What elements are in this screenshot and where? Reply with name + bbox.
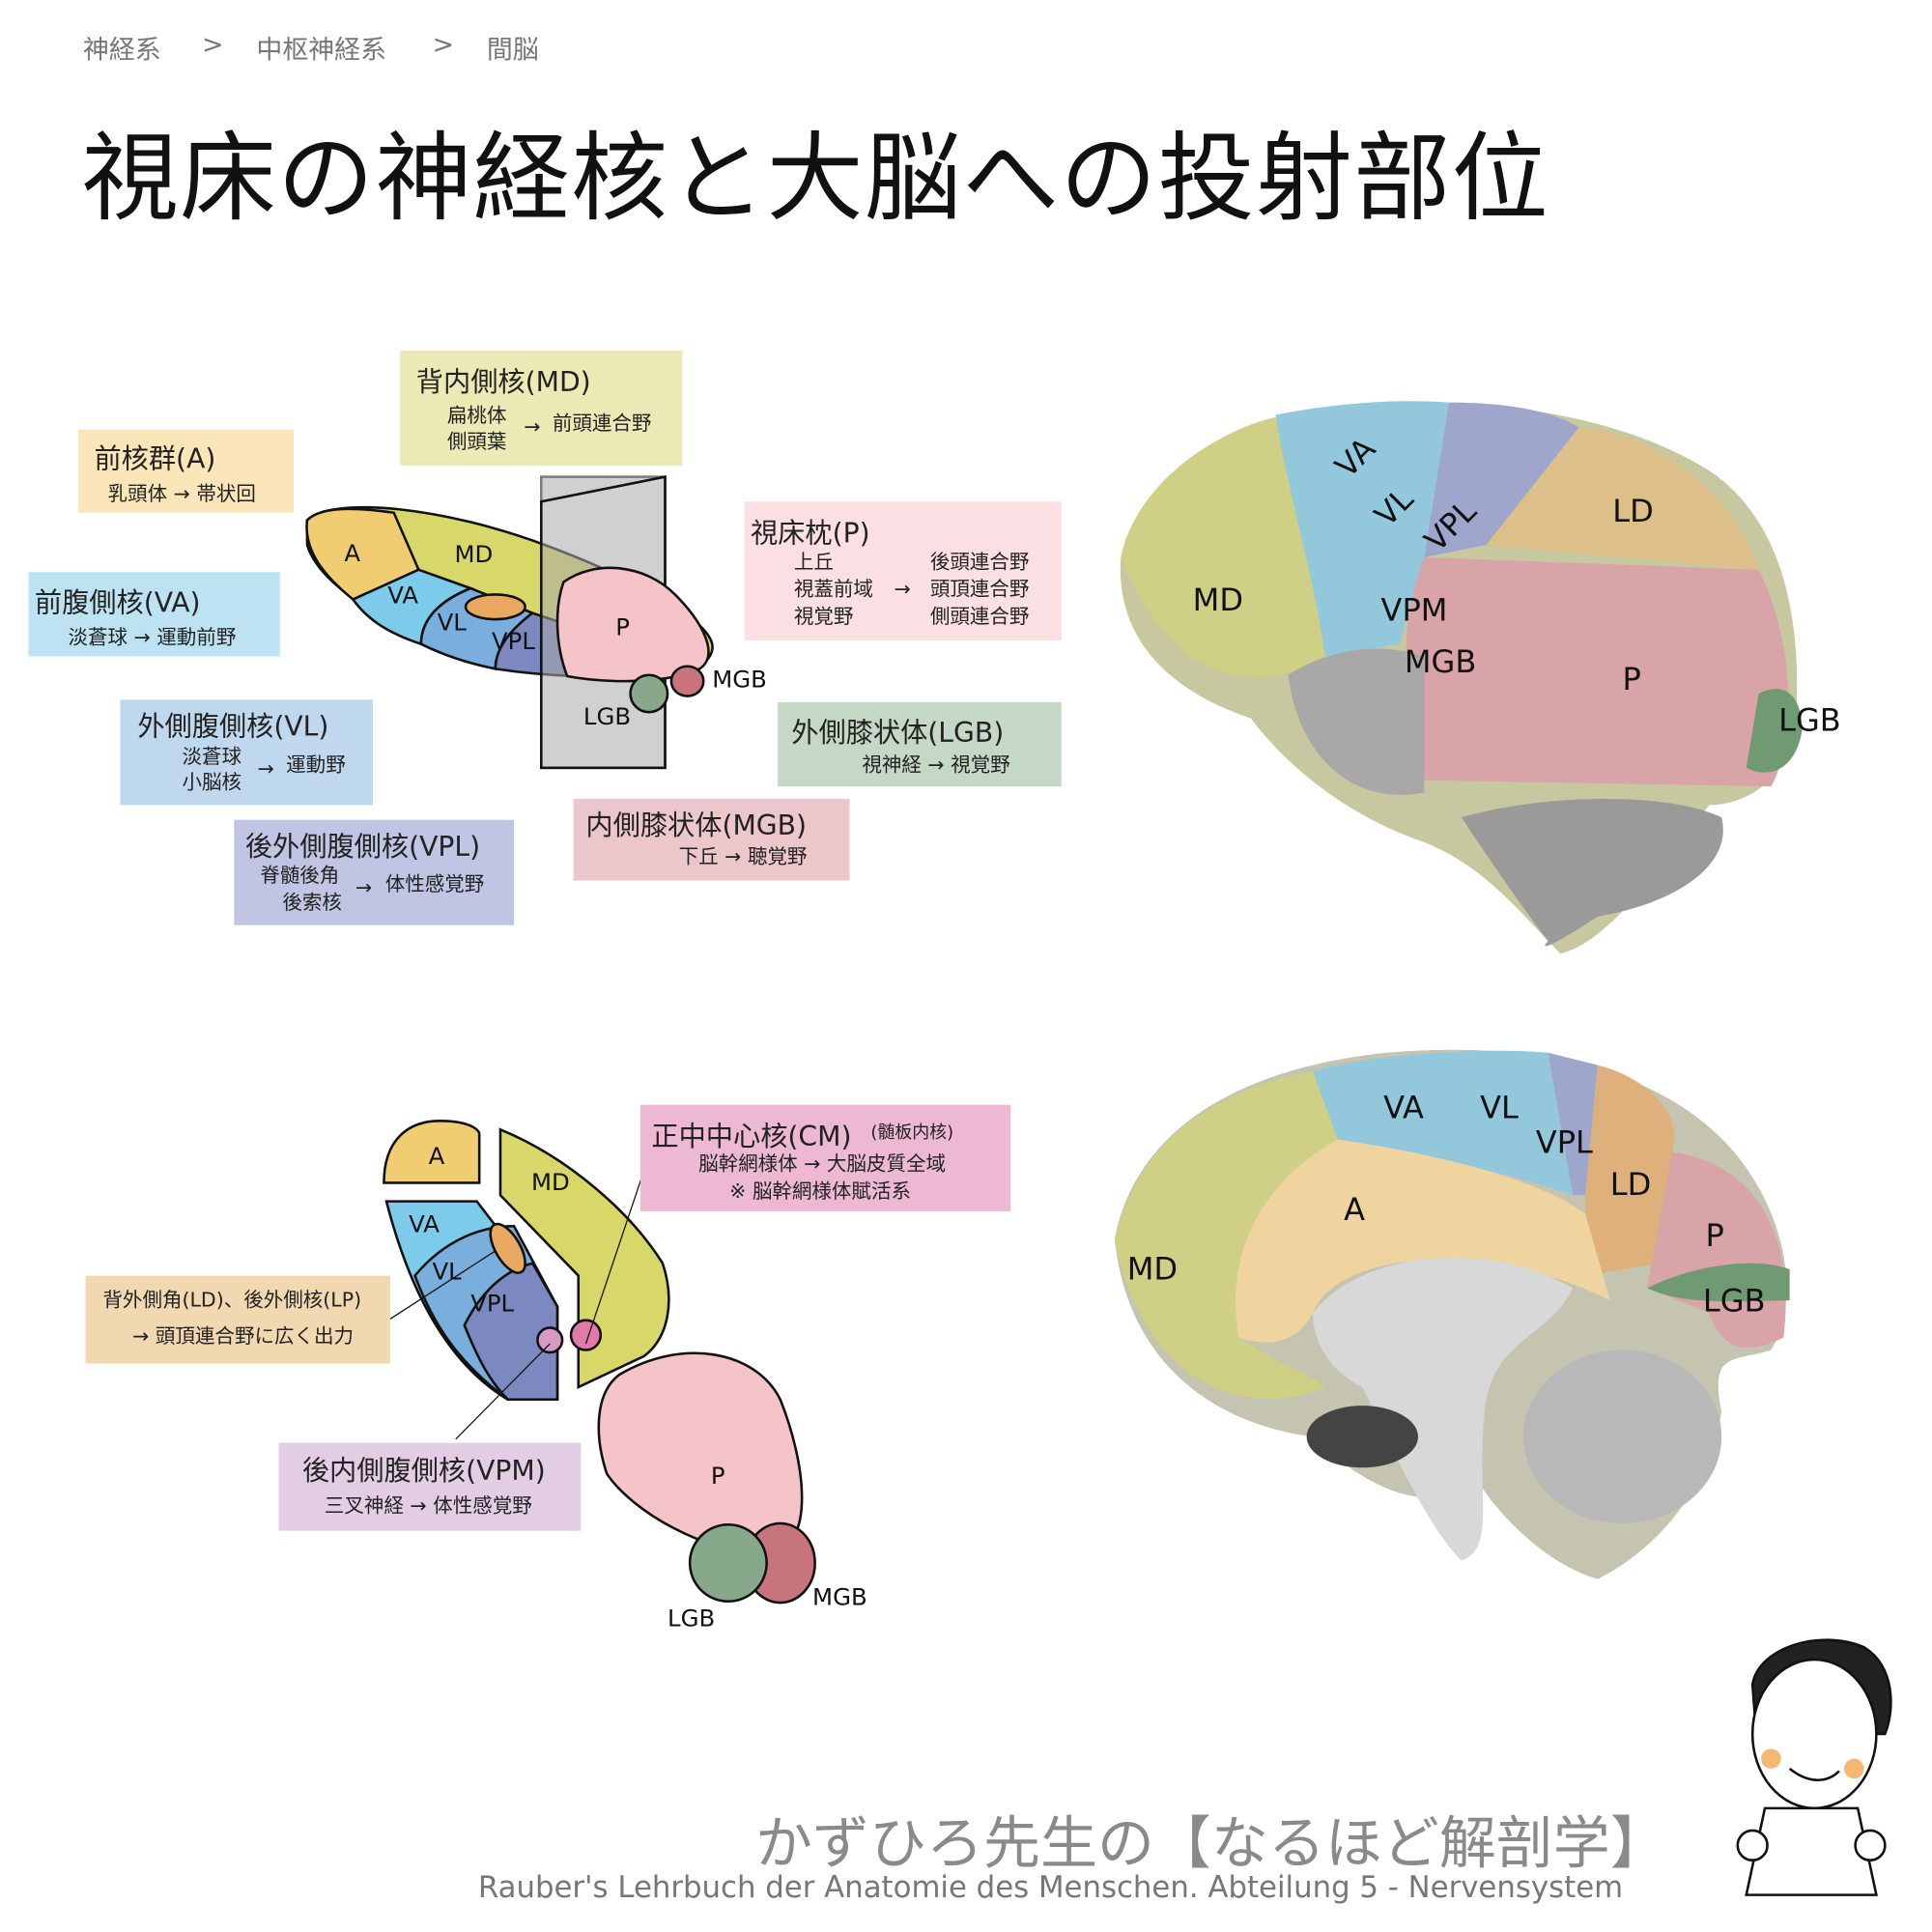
brain-label-VPM: VPM <box>1380 591 1448 629</box>
brain-medial-label-LGB: LGB <box>1702 1283 1766 1320</box>
box-input: 小脳核 <box>182 770 242 794</box>
brain-label-P: P <box>1622 661 1641 697</box>
label-P: P <box>615 613 630 642</box>
box-subtitle: (髄板内核) <box>870 1122 954 1144</box>
breadcrumb-separator: > <box>201 29 224 60</box>
label-A-exploded: A <box>428 1143 445 1171</box>
box-input: 扁桃体 <box>446 403 507 428</box>
breadcrumb-diencephalon: 間脳 <box>486 34 539 65</box>
box-title: 後内側腹側核(VPM) <box>301 1456 546 1488</box>
box-title: 内側膝状体(MGB) <box>585 810 808 842</box>
box-input: 淡蒼球 <box>182 744 242 768</box>
brain-label-LD: LD <box>1612 493 1654 529</box>
label-MGB-exploded: MGB <box>812 1583 867 1612</box>
box-output: 後頭連合野 <box>929 550 1030 574</box>
brain-label-MD: MD <box>1192 582 1244 618</box>
box-title: 視床枕(P) <box>750 519 870 551</box>
box-title: 背外側角(LD)、後外側核(LP) <box>102 1288 362 1312</box>
arrow-icon: → <box>257 756 274 781</box>
box-title: 背内側核(MD) <box>415 367 591 399</box>
breadcrumb-cns[interactable]: 中枢神経系 <box>256 34 387 65</box>
box-line: 脳幹網様体 → 大脳皮質全域 <box>698 1151 947 1176</box>
label-VPL-exploded: VPL <box>470 1290 515 1319</box>
box-title: 外側膝状体(LGB) <box>791 718 1005 750</box>
brain-label-MGB: MGB <box>1404 643 1477 680</box>
info-box-lgb: 外側膝状体(LGB) 視神経 → 視覚野 <box>778 701 1062 787</box>
box-input: 後索核 <box>282 890 342 915</box>
label-A: A <box>344 539 361 568</box>
label-MD-exploded: MD <box>531 1169 570 1197</box>
info-box-va: 前腹側核(VA) 淡蒼球 → 運動前野 <box>28 572 280 657</box>
label-VL-exploded: VL <box>432 1258 462 1286</box>
box-input: 脊髄後角 <box>260 863 340 887</box>
brain-medial-label-P: P <box>1705 1217 1724 1254</box>
box-output: 頭頂連合野 <box>929 577 1030 601</box>
info-box-vpm: 後内側腹側核(VPM) 三叉神経 → 体性感覚野 <box>278 1442 582 1531</box>
box-title: 外側腹側核(VL) <box>137 712 329 744</box>
box-title: 前核群(A) <box>94 444 216 476</box>
info-box-mgb: 内側膝状体(MGB) 下丘 → 聴覚野 <box>573 798 850 881</box>
label-P-exploded: P <box>710 1463 725 1491</box>
label-LGB-exploded: LGB <box>668 1605 716 1633</box>
info-box-vl: 外側腹側核(VL) 淡蒼球 小脳核 → 運動野 <box>120 699 373 806</box>
box-input: 側頭葉 <box>446 429 507 454</box>
box-input: 上丘 <box>793 550 834 574</box>
label-VA: VA <box>387 582 419 610</box>
info-box-cm: 正中中心核(CM) (髄板内核) 脳幹網様体 → 大脳皮質全域 ※ 脳幹網様体賦… <box>639 1104 1011 1211</box>
arrow-icon: → <box>894 577 911 601</box>
cartoon-teacher <box>1736 1638 1892 1896</box>
box-input: 視蓋前域 <box>793 577 873 601</box>
brain-medial-label-VA: VA <box>1383 1090 1424 1126</box>
label-LGB: LGB <box>582 703 632 731</box>
box-line: 淡蒼球 → 運動前野 <box>68 625 237 649</box>
info-box-p: 視床枕(P) 上丘 視蓋前域 視覚野 → 後頭連合野 頭頂連合野 側頭連合野 <box>744 501 1062 640</box>
box-title: 正中中心核(CM) <box>651 1122 852 1153</box>
box-output: 前頭連合野 <box>552 411 652 436</box>
brain-medial-view <box>1114 1049 1790 1579</box>
info-box-md: 背内側核(MD) 扁桃体 側頭葉 → 前頭連合野 <box>400 350 683 467</box>
box-input: 視覚野 <box>793 604 854 629</box>
label-VL: VL <box>437 609 467 637</box>
box-output: 側頭連合野 <box>929 604 1030 629</box>
box-line: 乳頭体 → 帯状回 <box>107 481 256 506</box>
thalamus-exploded-diagram <box>383 1120 816 1605</box>
info-box-ld-lp: 背外側角(LD)、後外側核(LP) → 頭頂連合野に広く出力 <box>85 1275 390 1364</box>
box-output: 運動野 <box>286 753 346 777</box>
arrow-icon: → <box>524 414 541 439</box>
brain-medial-label-A: A <box>1344 1191 1366 1228</box>
source-credit: Rauber's Lehrbuch der Anatomie des Mensc… <box>477 1869 1624 1905</box>
info-box-vpl: 後外側腹側核(VPL) 脊髄後角 後索核 → 体性感覚野 <box>234 819 515 925</box>
box-line: 三叉神経 → 体性感覚野 <box>324 1493 532 1518</box>
box-line: 下丘 → 聴覚野 <box>678 844 808 868</box>
breadcrumb-separator: > <box>432 29 455 60</box>
label-VA-exploded: VA <box>409 1210 440 1239</box>
brain-medial-label-VPL: VPL <box>1535 1124 1593 1161</box>
arrow-icon: → <box>355 875 373 899</box>
label-VPL: VPL <box>491 628 535 656</box>
box-line: → 頭頂連合野に広く出力 <box>132 1323 355 1348</box>
box-note: ※ 脳幹網様体賦活系 <box>729 1179 911 1203</box>
box-title: 前腹側核(VA) <box>34 587 201 620</box>
info-box-a: 前核群(A) 乳頭体 → 帯状回 <box>77 429 294 513</box>
box-title: 後外側腹側核(VPL) <box>244 832 481 864</box>
breadcrumb-nervous-system[interactable]: 神経系 <box>82 34 161 65</box>
label-MGB: MGB <box>712 666 767 694</box>
page-title: 視床の神経核と大脳への投射部位 <box>81 124 1549 236</box>
thalamus-3d-diagram <box>305 475 714 770</box>
brain-medial-label-VL: VL <box>1480 1090 1519 1126</box>
box-line: 視神経 → 視覚野 <box>862 753 1010 777</box>
brain-medial-label-MD: MD <box>1126 1250 1179 1288</box>
box-output: 体性感覚野 <box>384 871 485 895</box>
brain-lateral-view <box>1120 401 1803 954</box>
label-MD: MD <box>454 541 494 569</box>
brain-label-LGB: LGB <box>1778 701 1841 739</box>
brain-medial-label-LD: LD <box>1609 1166 1652 1203</box>
brand-title: かずひろ先生の【なるほど解剖学】 <box>755 1809 1667 1877</box>
